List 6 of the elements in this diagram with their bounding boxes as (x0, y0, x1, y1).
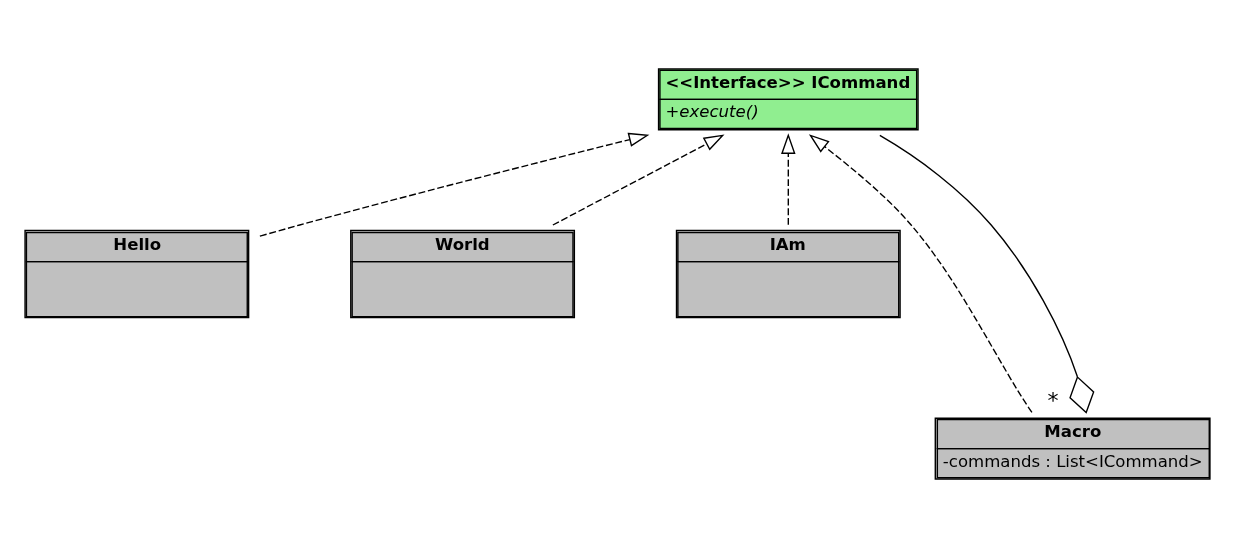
arrow (808, 134, 1033, 414)
arrow (259, 132, 650, 237)
arrow (552, 134, 725, 226)
arrow (781, 133, 796, 226)
connector (879, 134, 1095, 414)
edge-label: * (1047, 388, 1059, 414)
